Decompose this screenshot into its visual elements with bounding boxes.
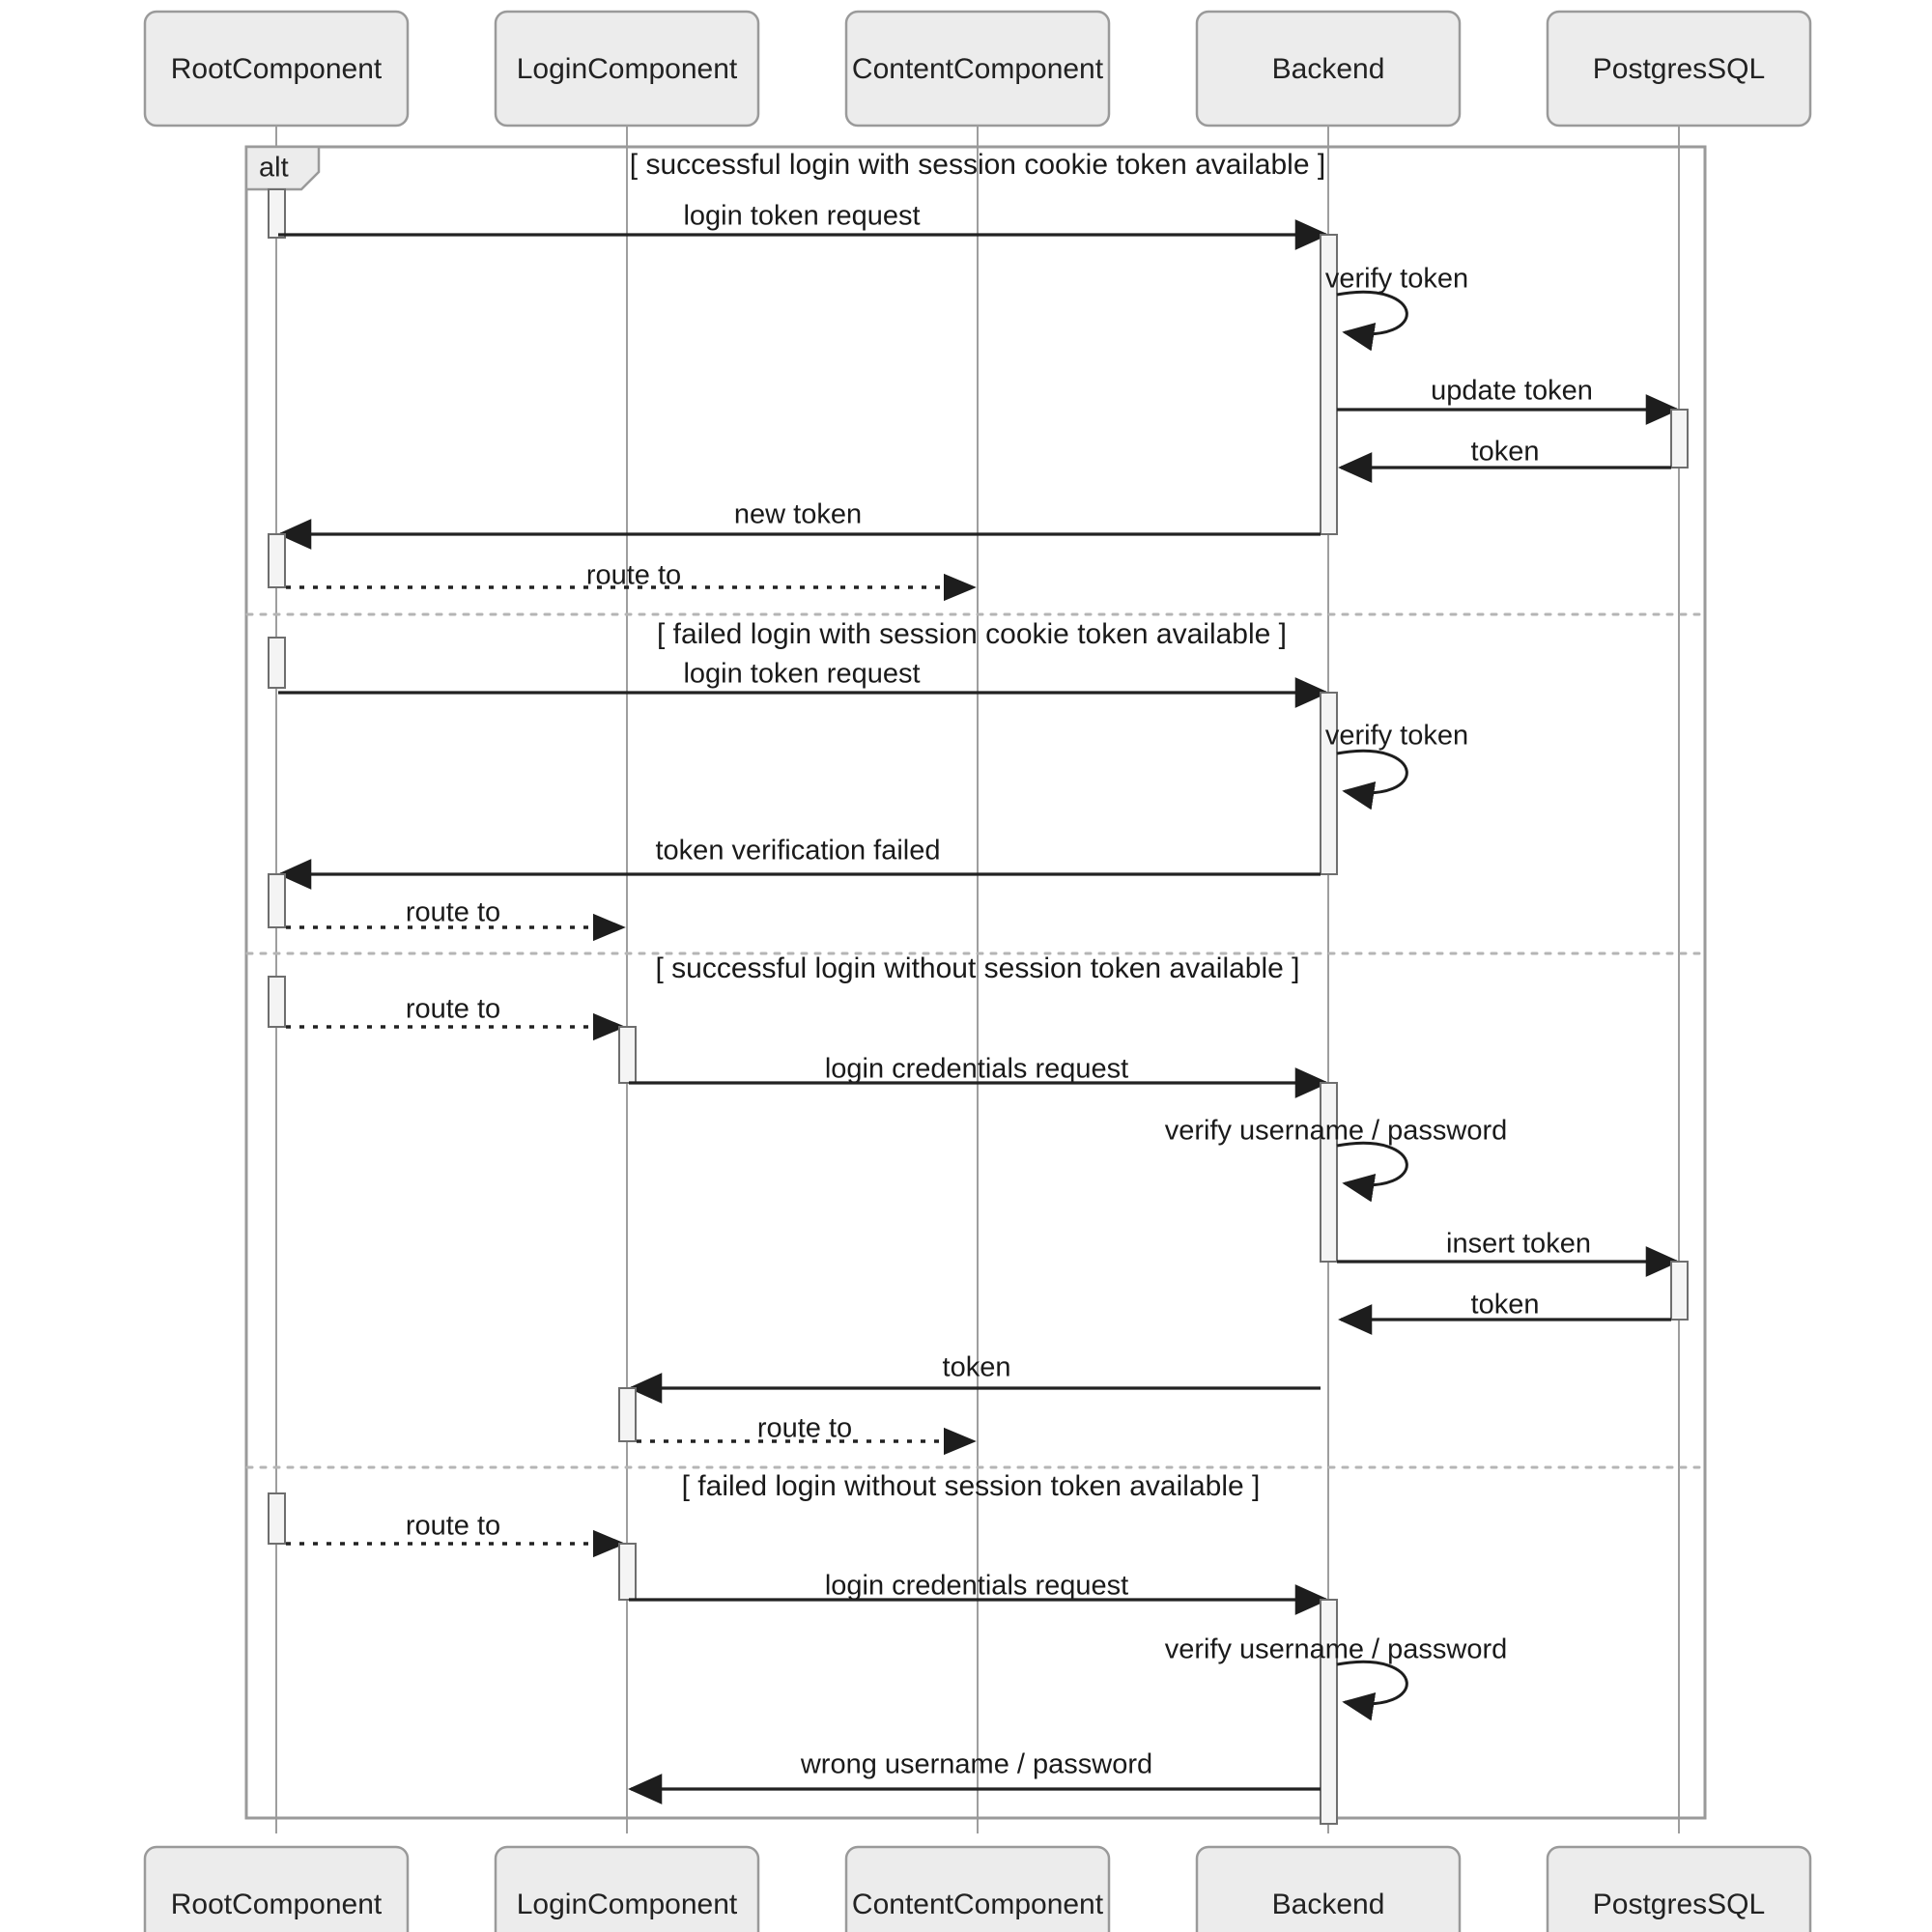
message-selfloop-f3-2: [1336, 1660, 1408, 1721]
actor-footer-label-postgres: PostgresSQL: [1593, 1889, 1765, 1920]
activation-login-f3: [618, 1543, 637, 1601]
actor-header-label-root: RootComponent: [171, 53, 383, 85]
message-label-f3-0: route to: [406, 1511, 500, 1542]
actor-header-label-backend: Backend: [1272, 53, 1385, 85]
alt-frame-border: [244, 145, 1707, 1820]
actor-footer-login[interactable]: LoginComponent: [494, 1845, 760, 1932]
actor-header-label-postgres: PostgresSQL: [1593, 53, 1765, 85]
message-label-f2-0: route to: [406, 994, 500, 1025]
actor-header-login[interactable]: LoginComponent: [494, 10, 760, 128]
message-label-f1-1: verify token: [1325, 721, 1468, 752]
message-label-f3-1: login credentials request: [825, 1571, 1128, 1602]
activation-postgres-f2: [1670, 1261, 1689, 1321]
message-label-f2-4: token: [1471, 1290, 1540, 1321]
message-label-f1-3: route to: [406, 897, 500, 928]
message-label-f2-5: token: [943, 1352, 1011, 1383]
message-label-f2-1: login credentials request: [825, 1054, 1128, 1085]
actor-header-backend[interactable]: Backend: [1195, 10, 1462, 128]
actor-footer-root[interactable]: RootComponent: [143, 1845, 410, 1932]
actor-footer-label-content: ContentComponent: [852, 1889, 1104, 1920]
message-label-f0-3: token: [1471, 437, 1540, 468]
activation-root-f0: [268, 188, 286, 239]
message-label-f1-2: token verification failed: [656, 836, 941, 867]
activation-login-f2b: [618, 1387, 637, 1442]
activation-root-f3: [268, 1492, 286, 1545]
activation-backend-f2: [1320, 1082, 1338, 1263]
actor-footer-label-root: RootComponent: [171, 1889, 383, 1920]
message-label-f2-6: route to: [757, 1413, 852, 1444]
activation-backend-f1: [1320, 692, 1338, 875]
actor-header-content[interactable]: ContentComponent: [844, 10, 1111, 128]
activation-backend-f0: [1320, 234, 1338, 535]
message-label-f3-3: wrong username / password: [800, 1749, 1152, 1780]
message-selfloop-f0-1: [1336, 290, 1408, 352]
fragment-condition-3: [ failed login without session token ava…: [682, 1470, 1261, 1502]
actor-header-root[interactable]: RootComponent: [143, 10, 410, 128]
actor-footer-postgres[interactable]: PostgresSQL: [1546, 1845, 1812, 1932]
activation-root-f1b: [268, 873, 286, 928]
message-label-f1-0: login token request: [683, 659, 920, 690]
actor-footer-label-backend: Backend: [1272, 1889, 1385, 1920]
fragment-condition-0: [ successful login with session cookie t…: [630, 149, 1325, 181]
actor-header-label-content: ContentComponent: [852, 53, 1104, 85]
actor-footer-content[interactable]: ContentComponent: [844, 1845, 1111, 1932]
activation-root-f1: [268, 637, 286, 689]
message-selfloop-f1-1: [1336, 749, 1408, 810]
message-label-f0-4: new token: [734, 499, 862, 530]
message-label-f2-3: insert token: [1446, 1229, 1591, 1260]
message-label-f0-2: update token: [1431, 376, 1593, 407]
fragment-condition-1: [ failed login with session cookie token…: [657, 618, 1287, 650]
activation-postgres-f0: [1670, 409, 1689, 469]
message-label-f0-1: verify token: [1325, 264, 1468, 295]
actor-footer-label-login: LoginComponent: [517, 1889, 738, 1920]
actor-header-postgres[interactable]: PostgresSQL: [1546, 10, 1812, 128]
activation-root-f0b: [268, 533, 286, 588]
message-label-f3-2: verify username / password: [1165, 1634, 1508, 1665]
actor-footer-backend[interactable]: Backend: [1195, 1845, 1462, 1932]
alt-frame-operator-label: alt: [259, 153, 289, 184]
message-selfloop-f2-2: [1336, 1141, 1408, 1203]
activation-login-f2: [618, 1026, 637, 1084]
message-label-f0-0: login token request: [683, 201, 920, 232]
alt-frame-tab: [244, 145, 321, 191]
fragment-condition-2: [ successful login without session token…: [655, 952, 1299, 984]
activation-backend-f3: [1320, 1599, 1338, 1825]
activation-root-f2: [268, 976, 286, 1028]
message-label-f2-2: verify username / password: [1165, 1116, 1508, 1147]
actor-header-label-login: LoginComponent: [517, 53, 738, 85]
